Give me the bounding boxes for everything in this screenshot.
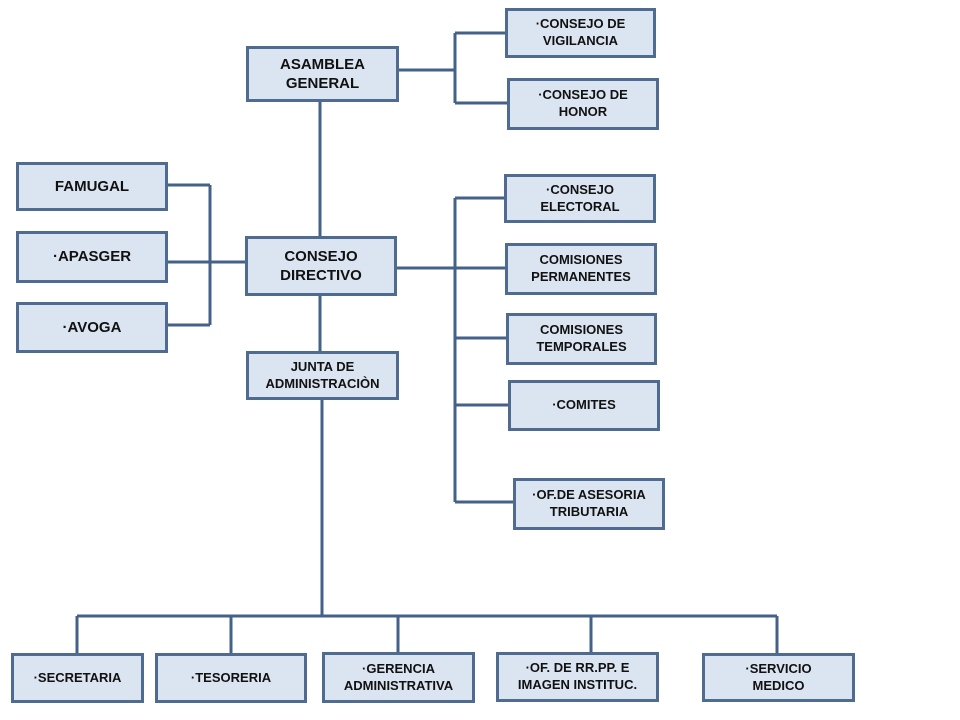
node-comisiones-permanentes: COMISIONES PERMANENTES	[505, 243, 657, 295]
node-comisiones-temporales: COMISIONES TEMPORALES	[506, 313, 657, 365]
node-famugal: FAMUGAL	[16, 162, 168, 211]
node-servicio-medico: ·SERVICIO MEDICO	[702, 653, 855, 702]
node-gerencia-administrativa: ·GERENCIA ADMINISTRATIVA	[322, 652, 475, 703]
node-oficina-relaciones-publicas: ·OF. DE RR.PP. E IMAGEN INSTITUC.	[496, 652, 659, 702]
node-consejo-honor: ·CONSEJO DE HONOR	[507, 78, 659, 130]
node-apasger: ·APASGER	[16, 231, 168, 283]
node-consejo-electoral: ·CONSEJO ELECTORAL	[504, 174, 656, 223]
node-junta-administracion: JUNTA DE ADMINISTRACIÒN	[246, 351, 399, 400]
node-tesoreria: ·TESORERIA	[155, 653, 307, 703]
node-avoga: ·AVOGA	[16, 302, 168, 353]
node-secretaria: ·SECRETARIA	[11, 653, 144, 703]
node-comites: ·COMITES	[508, 380, 660, 431]
node-asamblea-general: ASAMBLEA GENERAL	[246, 46, 399, 102]
node-consejo-directivo: CONSEJO DIRECTIVO	[245, 236, 397, 296]
node-oficina-asesoria-tributaria: ·OF.DE ASESORIA TRIBUTARIA	[513, 478, 665, 530]
node-consejo-vigilancia: ·CONSEJO DE VIGILANCIA	[505, 8, 656, 58]
